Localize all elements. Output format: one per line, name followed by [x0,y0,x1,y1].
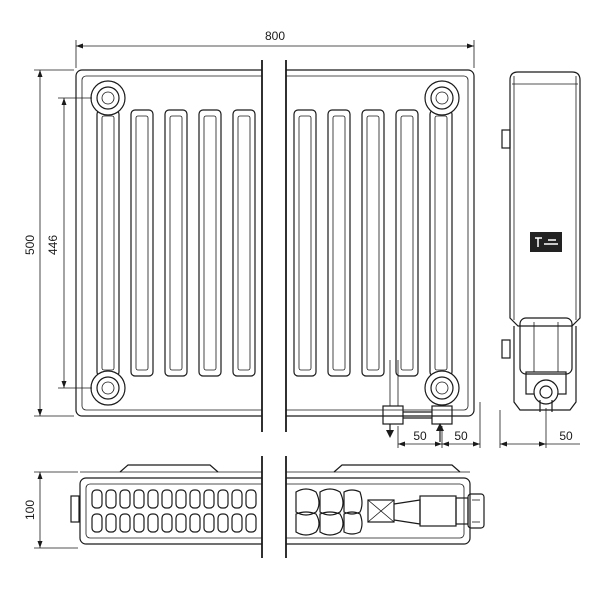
top-view-fins-right [295,488,363,536]
port-bottom-left [90,370,126,406]
height-dimension-line [34,69,74,417]
side-view [499,71,581,448]
side-valve [525,371,567,412]
spacing-dimension-line [58,97,92,389]
port-top-right [424,80,460,116]
front-fins-left [96,109,256,377]
side-offset-dimension-line [499,408,580,448]
offset-dimension-lines [397,402,481,448]
break-gap [261,60,287,558]
bottom-valve-fittings [382,360,453,442]
top-view-valve [367,493,485,529]
depth-dimension-line [34,471,78,549]
top-view [34,464,485,549]
width-label: 800 [265,29,285,43]
port-top-left [90,80,126,116]
front-fins-right [293,109,453,377]
port-bottom-right [424,370,460,406]
offset-right-label: 50 [454,429,468,443]
width-dimension-line [75,40,475,68]
manufacturer-logo [530,232,562,252]
front-view [34,40,481,448]
depth-label: 100 [23,500,37,520]
side-offset-label: 50 [559,429,573,443]
connection-ports [90,80,460,406]
height-label: 500 [23,235,37,255]
spacing-label: 446 [46,235,60,255]
top-view-fins-left [91,489,257,533]
offset-left-label: 50 [413,429,427,443]
